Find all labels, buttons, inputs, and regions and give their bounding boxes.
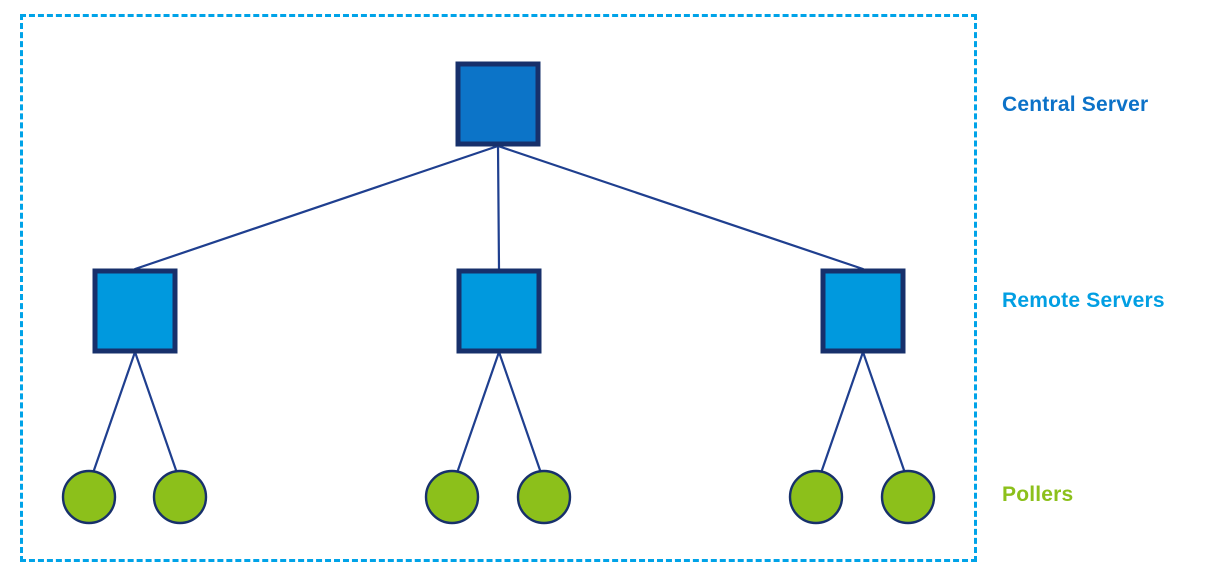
connector-lines-group [91, 144, 907, 475]
poller-node[interactable] [152, 469, 208, 525]
system-boundary-dashed-box [20, 14, 977, 562]
connector-line [496, 144, 865, 271]
connector-line [496, 144, 501, 271]
connector-line [133, 144, 500, 271]
poller-node[interactable] [516, 469, 572, 525]
connector-line [497, 350, 543, 475]
connector-line [91, 350, 137, 475]
connector-line [455, 350, 501, 475]
tier-label-central-server: Central Server [1002, 93, 1149, 116]
tier-label-remote-servers: Remote Servers [1002, 289, 1165, 312]
remote-server-node[interactable] [456, 268, 542, 354]
poller-node[interactable] [61, 469, 117, 525]
connector-line [819, 350, 865, 475]
central-server-node[interactable] [455, 61, 541, 147]
poller-node[interactable] [424, 469, 480, 525]
tier-label-pollers: Pollers [1002, 483, 1074, 506]
remote-server-node[interactable] [92, 268, 178, 354]
connector-line [861, 350, 907, 475]
remote-server-node[interactable] [820, 268, 906, 354]
nodes-group [61, 61, 936, 525]
poller-node[interactable] [880, 469, 936, 525]
poller-node[interactable] [788, 469, 844, 525]
connector-line [133, 350, 179, 475]
